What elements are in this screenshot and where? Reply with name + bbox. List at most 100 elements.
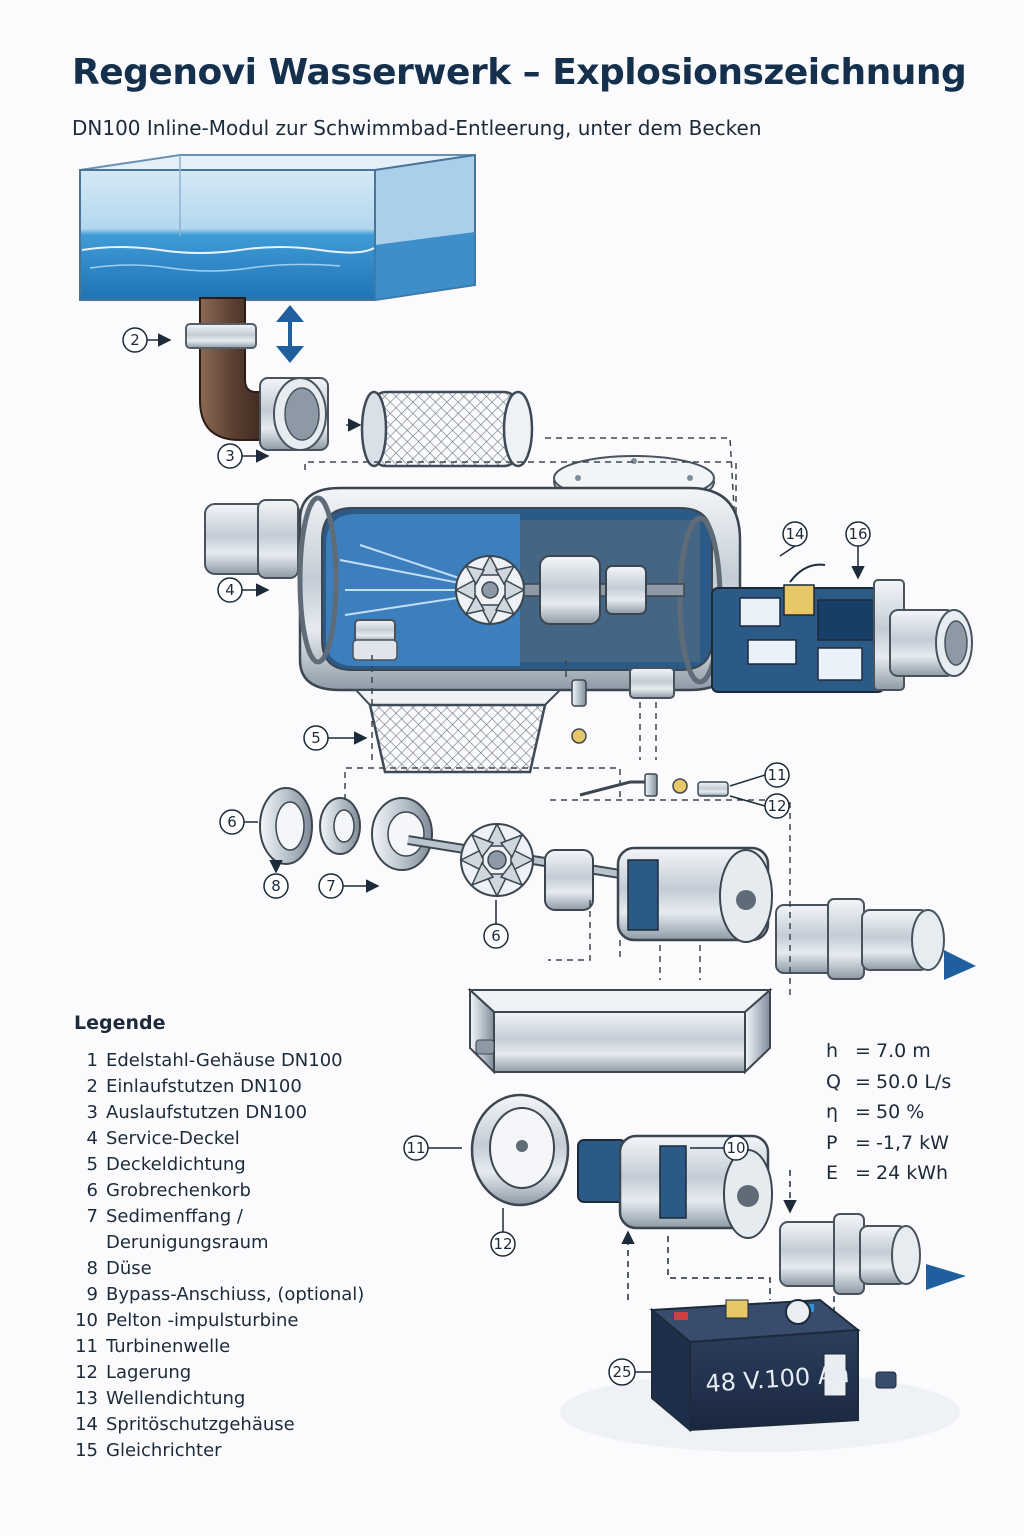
- bearing-housing: [371, 797, 433, 871]
- legend-item-number: 7: [86, 1206, 98, 1227]
- spec-value: 7.0 m: [876, 1040, 931, 1062]
- legend-item-text: Einlaufstutzen DN100: [106, 1076, 302, 1097]
- callout-6a: 6: [219, 809, 258, 835]
- callout-12b: 12: [490, 1208, 516, 1257]
- pelton-turbine-wheel: [459, 822, 535, 898]
- spec-equals: =: [855, 1070, 871, 1093]
- outlet-pipe-top: [889, 609, 973, 677]
- legend-item: 7 Sedimenffang / Derunigungsraum: [74, 1204, 406, 1256]
- spec-value: -1,7 kW: [876, 1131, 949, 1154]
- spec-key: h: [826, 1040, 839, 1062]
- callout-markers: 2 3 4 5 6 8 7 6 11 12: [122, 327, 871, 1386]
- spec-equals: =: [855, 1040, 871, 1062]
- legend-panel: Legende 1 Edelstahl-Gehäuse DN100 2 Einlauf…: [74, 1012, 406, 1464]
- legend-item-number: 6: [86, 1180, 98, 1201]
- svg-text:4: 4: [225, 581, 235, 599]
- callout-16: 16: [845, 521, 871, 580]
- legend-item: 9 Bypass-Anschiuss, (optional): [74, 1282, 406, 1308]
- callout-8: 8: [263, 860, 289, 899]
- legend-item-text: Sedimenffang / Derunigungsraum: [106, 1206, 269, 1253]
- svg-text:25: 25: [612, 1363, 631, 1381]
- callout-14: 14: [779, 521, 808, 557]
- svg-text:5: 5: [311, 729, 321, 747]
- legend-item: 5 Deckeldichtung: [74, 1152, 406, 1178]
- inlet-pipe: [185, 297, 269, 441]
- legend-item-number: 4: [86, 1128, 98, 1149]
- legend-item-number: 1: [86, 1050, 98, 1071]
- callout-2: 2: [122, 327, 172, 353]
- legend-item-number: 2: [86, 1076, 98, 1097]
- guide-lines-top: [304, 418, 737, 526]
- spec-row: E=24 kWh: [826, 1158, 951, 1189]
- legend-item: 4 Service-Deckel: [74, 1126, 406, 1152]
- legend-item-text: Wellendichtung: [106, 1388, 246, 1409]
- guide-lines-lower: [621, 1170, 835, 1318]
- turbine-inside: [454, 554, 685, 626]
- spec-row: h =7.0 m: [826, 1036, 951, 1067]
- legend-item-number: 5: [86, 1154, 98, 1175]
- legend-item-text: Turbinenwelle: [106, 1336, 231, 1357]
- legend-item: 2 Einlaufstutzen DN100: [74, 1074, 406, 1100]
- svg-text:16: 16: [848, 525, 867, 543]
- coarse-screen-basket: [360, 390, 534, 468]
- callout-11b: 11: [403, 1135, 462, 1161]
- legend-item-text: Lagerung: [106, 1362, 192, 1383]
- spec-value: 50 %: [876, 1101, 925, 1123]
- legend-item-number: 14: [75, 1414, 98, 1435]
- legend-item-text: Bypass-Anschiuss, (optional): [106, 1284, 365, 1305]
- svg-text:11: 11: [767, 766, 786, 784]
- legend-item-text: Auslaufstutzen DN100: [106, 1102, 308, 1123]
- callout-7: 7: [318, 873, 380, 899]
- legend-item-number: 9: [86, 1284, 98, 1305]
- svg-text:12: 12: [493, 1235, 512, 1253]
- spec-equals: =: [855, 1131, 871, 1154]
- spec-value: 50.0 L/s: [876, 1070, 952, 1093]
- battery-connector: [875, 1371, 897, 1389]
- legend-item-text: Spritöschutzgehäuse: [106, 1414, 295, 1435]
- callout-25: 25: [608, 1358, 652, 1386]
- svg-text:6: 6: [227, 813, 237, 831]
- page-title: Regenovi Wasserwerk – Explosionszeichnun…: [72, 52, 967, 93]
- legend-item: 10 Pelton -impulsturbine: [74, 1308, 406, 1334]
- legend-item-text: Deckeldichtung: [106, 1154, 246, 1175]
- flow-arrow-icon: [276, 305, 304, 363]
- svg-text:14: 14: [785, 525, 804, 543]
- guide-lines-mid: [344, 655, 791, 1000]
- legend-item-text: Edelstahl-Gehäuse DN100: [106, 1050, 343, 1071]
- svg-text:3: 3: [225, 447, 235, 465]
- battery-icon: 48 V.100 Ah: [560, 1298, 960, 1452]
- svg-text:7: 7: [326, 877, 336, 895]
- spec-key: P: [826, 1131, 838, 1154]
- legend-item-text: Düse: [106, 1258, 152, 1279]
- callout-10: 10: [690, 1135, 749, 1161]
- inlet-coupling: [259, 377, 329, 451]
- svg-text:8: 8: [271, 877, 281, 895]
- spec-key: E: [826, 1162, 839, 1184]
- page-subtitle: DN100 Inline-Modul zur Schwimmbad-Entlee…: [72, 116, 762, 140]
- spec-row: η=50 %: [826, 1097, 951, 1128]
- svg-text:2: 2: [130, 331, 140, 349]
- legend-item-text: Pelton -impulsturbine: [106, 1310, 299, 1331]
- generator-mid: [544, 846, 773, 943]
- callout-5: 5: [303, 725, 368, 751]
- legend-item-text: Service-Deckel: [106, 1128, 240, 1149]
- legend-item-number: 10: [75, 1310, 98, 1331]
- outlet-pipe-lower: [779, 1213, 966, 1295]
- legend-item-text: Gleichrichter: [106, 1440, 222, 1461]
- callout-6b: 6: [483, 900, 509, 949]
- pool-basin-icon: [79, 153, 476, 302]
- legend-item: 1 Edelstahl-Gehäuse DN100: [74, 1048, 406, 1074]
- legend-heading: Legende: [74, 1012, 166, 1034]
- callout-3: 3: [217, 443, 270, 469]
- spec-equals: =: [855, 1162, 871, 1184]
- sediment-basket: [353, 689, 563, 774]
- bearing-7: [319, 797, 361, 855]
